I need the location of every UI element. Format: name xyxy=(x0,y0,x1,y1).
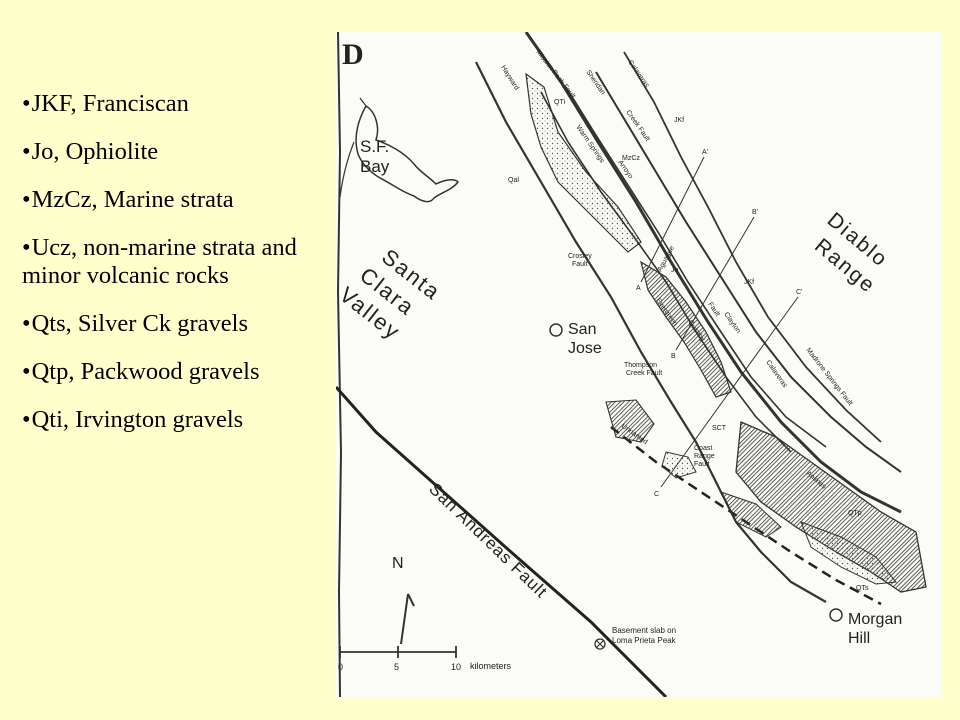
section-label-c: C xyxy=(654,491,659,498)
map-left-edge xyxy=(336,32,343,697)
calaveras-fault-line xyxy=(524,32,902,514)
unit-label-jo: Jo xyxy=(671,267,679,274)
fault-label-thompson-2: Creek Fault xyxy=(626,370,662,377)
fault-label-hayward: Hayward xyxy=(499,64,520,91)
unit-label-qal: Qal xyxy=(508,177,519,184)
morgan-hill-label-line2: Hill xyxy=(848,630,870,647)
scale-tick-0: 0 xyxy=(338,662,343,672)
unit-label-jkf: JKf xyxy=(744,279,754,286)
scale-bar xyxy=(339,646,457,658)
bullet: • xyxy=(22,406,31,433)
legend-item-label: MzCz, Marine strata xyxy=(31,186,234,213)
east-fault-line xyxy=(623,51,882,443)
legend-list: •JKF, Franciscan •Jo, Ophiolite •MzCz, M… xyxy=(22,90,327,454)
san-jose-label-line1: San xyxy=(568,321,596,338)
geologic-map: D S.F. Bay Santa Clara Valley Diablo Ran… xyxy=(336,32,942,697)
bullet: • xyxy=(22,138,31,165)
fault-label-calaveras-top: Calaveras xyxy=(626,59,650,89)
legend-item-ucz: •Ucz, non-marine strata and minor volcan… xyxy=(22,234,327,290)
section-line-a xyxy=(640,156,705,283)
san-jose-marker xyxy=(549,323,563,337)
bullet: • xyxy=(22,310,31,337)
unit-label-qtp: QTp xyxy=(848,510,862,517)
unit-coast-body xyxy=(720,491,782,538)
unit-jo-small-body xyxy=(661,451,697,479)
section-label-a: A xyxy=(636,285,641,292)
legend-item-label: Jo, Ophiolite xyxy=(31,138,159,165)
fault-label-coast-2: Range xyxy=(694,453,715,460)
legend-item-label: Ucz, non-marine strata and minor volcani… xyxy=(22,234,297,289)
fault-label-crosley-1: Crosley xyxy=(568,253,592,260)
legend-item-label: JKF, Franciscan xyxy=(31,90,189,117)
bay-label-line1: S.F. xyxy=(360,137,389,156)
unit-label-qts: QTs xyxy=(856,585,869,592)
madrone-fault-line xyxy=(595,71,902,473)
legend-item-qti: •Qti, Irvington gravels xyxy=(22,406,327,434)
fault-label-generic: Fault xyxy=(706,301,721,318)
scale-unit: kilometers xyxy=(470,661,512,671)
unit-qts-body xyxy=(735,421,927,593)
unit-jkf-body xyxy=(605,399,655,443)
hayward-fault-line xyxy=(475,61,827,603)
section-label-a-prime: A' xyxy=(702,149,708,156)
scale-tick-10: 10 xyxy=(451,662,461,672)
fault-label-clayton: Clayton xyxy=(722,311,741,335)
san-andreas-label: San Andreas Fault xyxy=(425,479,551,602)
unit-qtp-body xyxy=(800,521,897,585)
basement-label-line2: Loma Prieta Peak xyxy=(612,636,677,645)
legend-item-mzcz: •MzCz, Marine strata xyxy=(22,186,327,214)
bullet: • xyxy=(22,234,31,261)
morgan-hill-label-line1: Morgan xyxy=(848,611,902,628)
san-andreas-fault-line xyxy=(336,386,668,697)
section-label-c-prime: C' xyxy=(796,289,802,296)
geologic-map-svg: D S.F. Bay Santa Clara Valley Diablo Ran… xyxy=(336,32,927,697)
unit-label-qti: QTi xyxy=(554,99,565,106)
san-jose-label-line2: Jose xyxy=(568,340,602,357)
section-label-b-prime: B' xyxy=(752,209,758,216)
fault-label-coast-3: Fault xyxy=(694,461,710,468)
legend-item-label: Qtp, Packwood gravels xyxy=(31,358,260,385)
fault-label-sct: SCT xyxy=(712,425,727,432)
fault-label-crosley-2: Fault xyxy=(572,261,588,268)
legend-item-qtp: •Qtp, Packwood gravels xyxy=(22,358,327,386)
unit-label-jkf-upper: JKf xyxy=(674,117,684,124)
legend-item-jkf: •JKF, Franciscan xyxy=(22,90,327,118)
panel-letter: D xyxy=(342,38,364,71)
thrust-fault-line xyxy=(540,91,792,453)
basement-label-line1: Basement slab on xyxy=(612,626,676,635)
fault-label-coast-1: Coast xyxy=(694,445,712,452)
basement-marker xyxy=(594,638,606,650)
bullet: • xyxy=(22,358,31,385)
north-label: N xyxy=(392,555,404,572)
bullet: • xyxy=(22,186,31,213)
thrust-fault-line-2 xyxy=(565,86,827,448)
section-line-b xyxy=(675,216,755,351)
legend-item-label: Qts, Silver Ck gravels xyxy=(31,310,248,337)
sf-bay-inner xyxy=(339,97,367,198)
scale-tick-5: 5 xyxy=(394,662,399,672)
section-line-c xyxy=(660,296,799,488)
unit-label-mzcz: MzCz xyxy=(622,155,640,162)
legend-item-qts: •Qts, Silver Ck gravels xyxy=(22,310,327,338)
bullet: • xyxy=(22,90,31,117)
unit-jo-body xyxy=(640,260,732,398)
fault-label-thompson-1: Thompson xyxy=(624,362,657,369)
fault-label-calaveras-mid: Calaveras xyxy=(764,359,788,389)
north-arrow-icon xyxy=(400,593,415,645)
legend-item-label: Qti, Irvington gravels xyxy=(31,406,244,433)
bay-label-line2: Bay xyxy=(360,157,390,176)
section-label-b: B xyxy=(671,353,676,360)
morgan-hill-marker xyxy=(829,608,843,622)
legend-item-jo: •Jo, Ophiolite xyxy=(22,138,327,166)
sf-bay-shoreline xyxy=(355,104,459,203)
